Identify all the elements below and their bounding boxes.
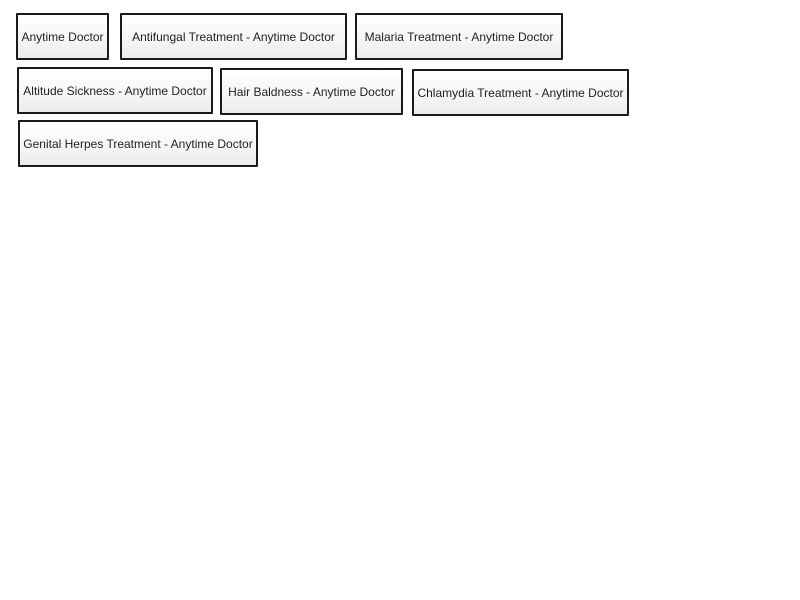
link-label: Genital Herpes Treatment - Anytime Docto… xyxy=(23,136,253,151)
malaria-treatment-link-button[interactable]: Malaria Treatment - Anytime Doctor xyxy=(355,13,563,60)
link-label: Malaria Treatment - Anytime Doctor xyxy=(364,29,554,44)
altitude-sickness-link-button[interactable]: Altitude Sickness - Anytime Doctor xyxy=(17,67,213,114)
link-label: Altitude Sickness - Anytime Doctor xyxy=(23,83,207,98)
link-label: Anytime Doctor xyxy=(21,29,104,44)
link-label: Chlamydia Treatment - Anytime Doctor xyxy=(417,85,624,100)
genital-herpes-treatment-link-button[interactable]: Genital Herpes Treatment - Anytime Docto… xyxy=(18,120,258,167)
anytime-doctor-link-button[interactable]: Anytime Doctor xyxy=(16,13,109,60)
hair-baldness-link-button[interactable]: Hair Baldness - Anytime Doctor xyxy=(220,68,403,115)
antifungal-treatment-link-button[interactable]: Antifungal Treatment - Anytime Doctor xyxy=(120,13,347,60)
link-label: Hair Baldness - Anytime Doctor xyxy=(228,84,395,99)
link-label: Antifungal Treatment - Anytime Doctor xyxy=(132,29,335,44)
chlamydia-treatment-link-button[interactable]: Chlamydia Treatment - Anytime Doctor xyxy=(412,69,629,116)
